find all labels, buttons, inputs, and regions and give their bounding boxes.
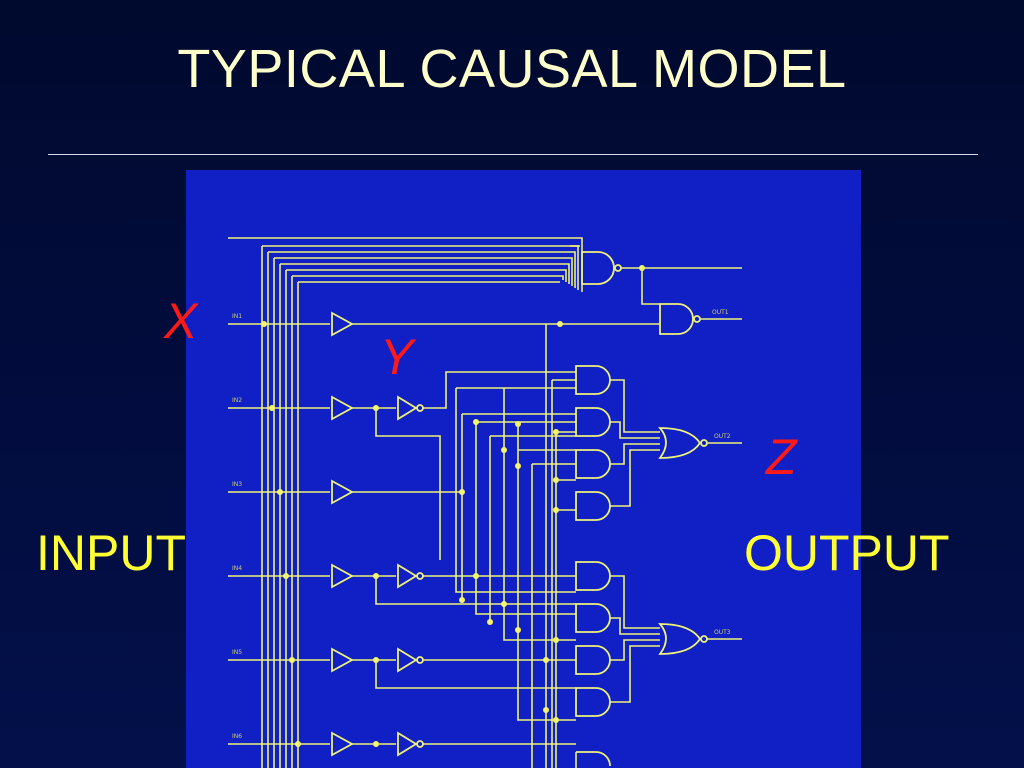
svg-text:OUT3: OUT3: [714, 629, 731, 636]
top-and-gate: [581, 251, 742, 305]
circuit-diagram: IN1 IN2 IN3: [186, 170, 861, 768]
input-row-3: IN3: [228, 479, 465, 505]
input-row-6: IN6: [228, 731, 576, 757]
svg-text:IN2: IN2: [232, 397, 242, 404]
svg-text:IN6: IN6: [232, 733, 242, 740]
label-y: Y: [380, 329, 414, 385]
svg-text:IN4: IN4: [232, 565, 242, 572]
svg-text:IN3: IN3: [232, 481, 242, 488]
input-bus: [228, 237, 583, 768]
nor-gate-z: OUT2: [658, 427, 742, 459]
input-row-4: IN4: [228, 563, 576, 605]
input-row-5: IN5: [228, 647, 576, 689]
and-gate-group-1: [575, 365, 660, 521]
title-divider: [48, 154, 978, 155]
slide-title: TYPICAL CAUSAL MODEL: [177, 39, 847, 99]
internal-routing: [455, 324, 576, 768]
input-row-2: IN2: [228, 371, 576, 560]
svg-text:IN1: IN1: [232, 313, 242, 320]
label-z: Z: [766, 429, 797, 485]
svg-text:OUT2: OUT2: [714, 433, 731, 440]
circuit-svg: IN1 IN2 IN3: [228, 237, 742, 768]
top-nand-gate: OUT1: [560, 303, 742, 335]
svg-text:OUT1: OUT1: [712, 309, 729, 316]
label-output: OUTPUT: [744, 525, 950, 581]
svg-text:IN5: IN5: [232, 649, 242, 656]
and-gate-group-2: [575, 561, 660, 717]
label-x: X: [164, 293, 198, 349]
label-input: INPUT: [36, 525, 186, 581]
nor-gate-lower: OUT3: [658, 623, 742, 655]
bottom-partial-gate: [575, 751, 611, 768]
